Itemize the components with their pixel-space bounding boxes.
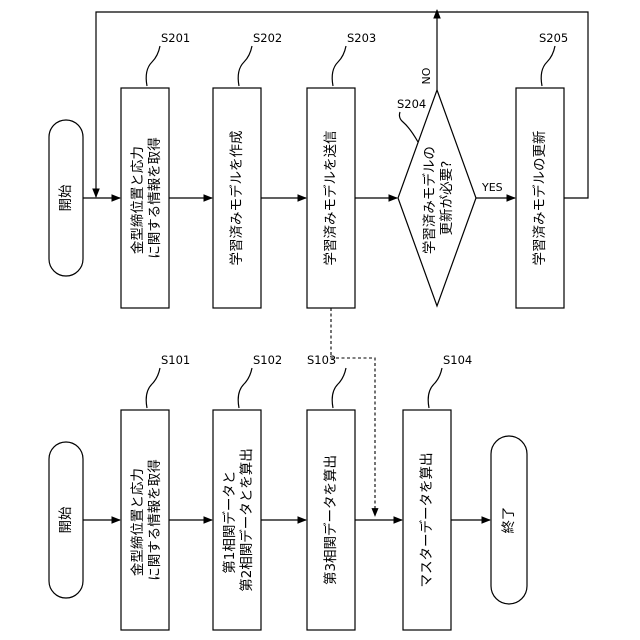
process-s104: マスターデータを算出: [403, 410, 451, 630]
s202-leader-line: [238, 46, 252, 86]
process-s103: 第3相関データを算出: [307, 410, 355, 630]
s205-leader-line: [541, 46, 555, 86]
s204-line-2: 更新が必要?: [439, 161, 455, 236]
lower-start-label: 開始: [58, 506, 74, 533]
s205-text: 学習済みモデルの更新: [531, 131, 548, 266]
s101-line-1: 金型締位置と応力: [129, 468, 146, 576]
s102-step-label: S102: [253, 353, 282, 367]
s102-line-2: 第2相関データとを算出: [238, 448, 255, 592]
lower-end-label: 終了: [501, 507, 517, 534]
s101-step-label: S101: [161, 353, 190, 367]
upper-flowchart: 開始 金型締位置と応力 に関する情報を取得 S201 学習済みモデルを作成 S2…: [49, 10, 588, 308]
s104-leader-line: [428, 368, 442, 408]
s101-line-2: に関する情報を取得: [146, 459, 163, 581]
s204-line-1: 学習済みモデルの: [421, 146, 438, 254]
s103-text: 第3相関データを算出: [322, 455, 339, 585]
lower-end-terminal: 終了: [491, 436, 527, 604]
s201-line-2: に関する情報を取得: [146, 137, 163, 259]
s101-leader-line: [146, 368, 160, 408]
yes-label: YES: [481, 181, 503, 194]
s201-step-label: S201: [161, 31, 190, 45]
s104-step-label: S104: [443, 353, 472, 367]
s103-leader-line: [332, 368, 346, 408]
s103-step-label: S103: [307, 353, 336, 367]
upper-start-label: 開始: [58, 184, 74, 211]
s102-line-1: 第1相関データと: [221, 471, 238, 574]
process-s101: 金型締位置と応力 に関する情報を取得: [121, 410, 169, 630]
process-s201: 金型締位置と応力 に関する情報を取得: [121, 88, 169, 308]
s104-text: マスターデータを算出: [418, 453, 435, 588]
s104-line-1: マスターデータを算出: [418, 453, 435, 588]
s201-leader-line: [146, 46, 160, 86]
s204-leader-line: [399, 112, 418, 142]
s201-line-1: 金型締位置と応力: [129, 146, 146, 254]
s204-step-label: S204: [397, 97, 426, 111]
upper-start-terminal: 開始: [49, 120, 83, 276]
process-s102: 第1相関データと 第2相関データとを算出: [213, 410, 261, 630]
s103-line-1: 第3相関データを算出: [322, 455, 339, 585]
s203-step-label: S203: [347, 31, 376, 45]
s202-text: 学習済みモデルを作成: [228, 131, 245, 266]
s203-line-1: 学習済みモデルを送信: [322, 131, 339, 266]
s203-leader-line: [332, 46, 346, 86]
s202-step-label: S202: [253, 31, 282, 45]
process-s205: 学習済みモデルの更新: [516, 88, 564, 308]
s202-line-1: 学習済みモデルを作成: [228, 131, 245, 266]
decision-s204: 学習済みモデルの 更新が必要?: [398, 90, 476, 306]
lower-start-terminal: 開始: [49, 442, 83, 598]
process-s202: 学習済みモデルを作成: [213, 88, 261, 308]
process-s203: 学習済みモデルを送信: [307, 88, 355, 308]
s205-step-label: S205: [539, 31, 568, 45]
lower-flowchart: 開始 金型締位置と応力 に関する情報を取得 S101 第1相関データと 第2相関…: [49, 353, 527, 630]
s203-text: 学習済みモデルを送信: [322, 131, 339, 266]
s102-leader-line: [238, 368, 252, 408]
no-label: NO: [420, 67, 433, 84]
s205-line-1: 学習済みモデルの更新: [531, 131, 548, 266]
